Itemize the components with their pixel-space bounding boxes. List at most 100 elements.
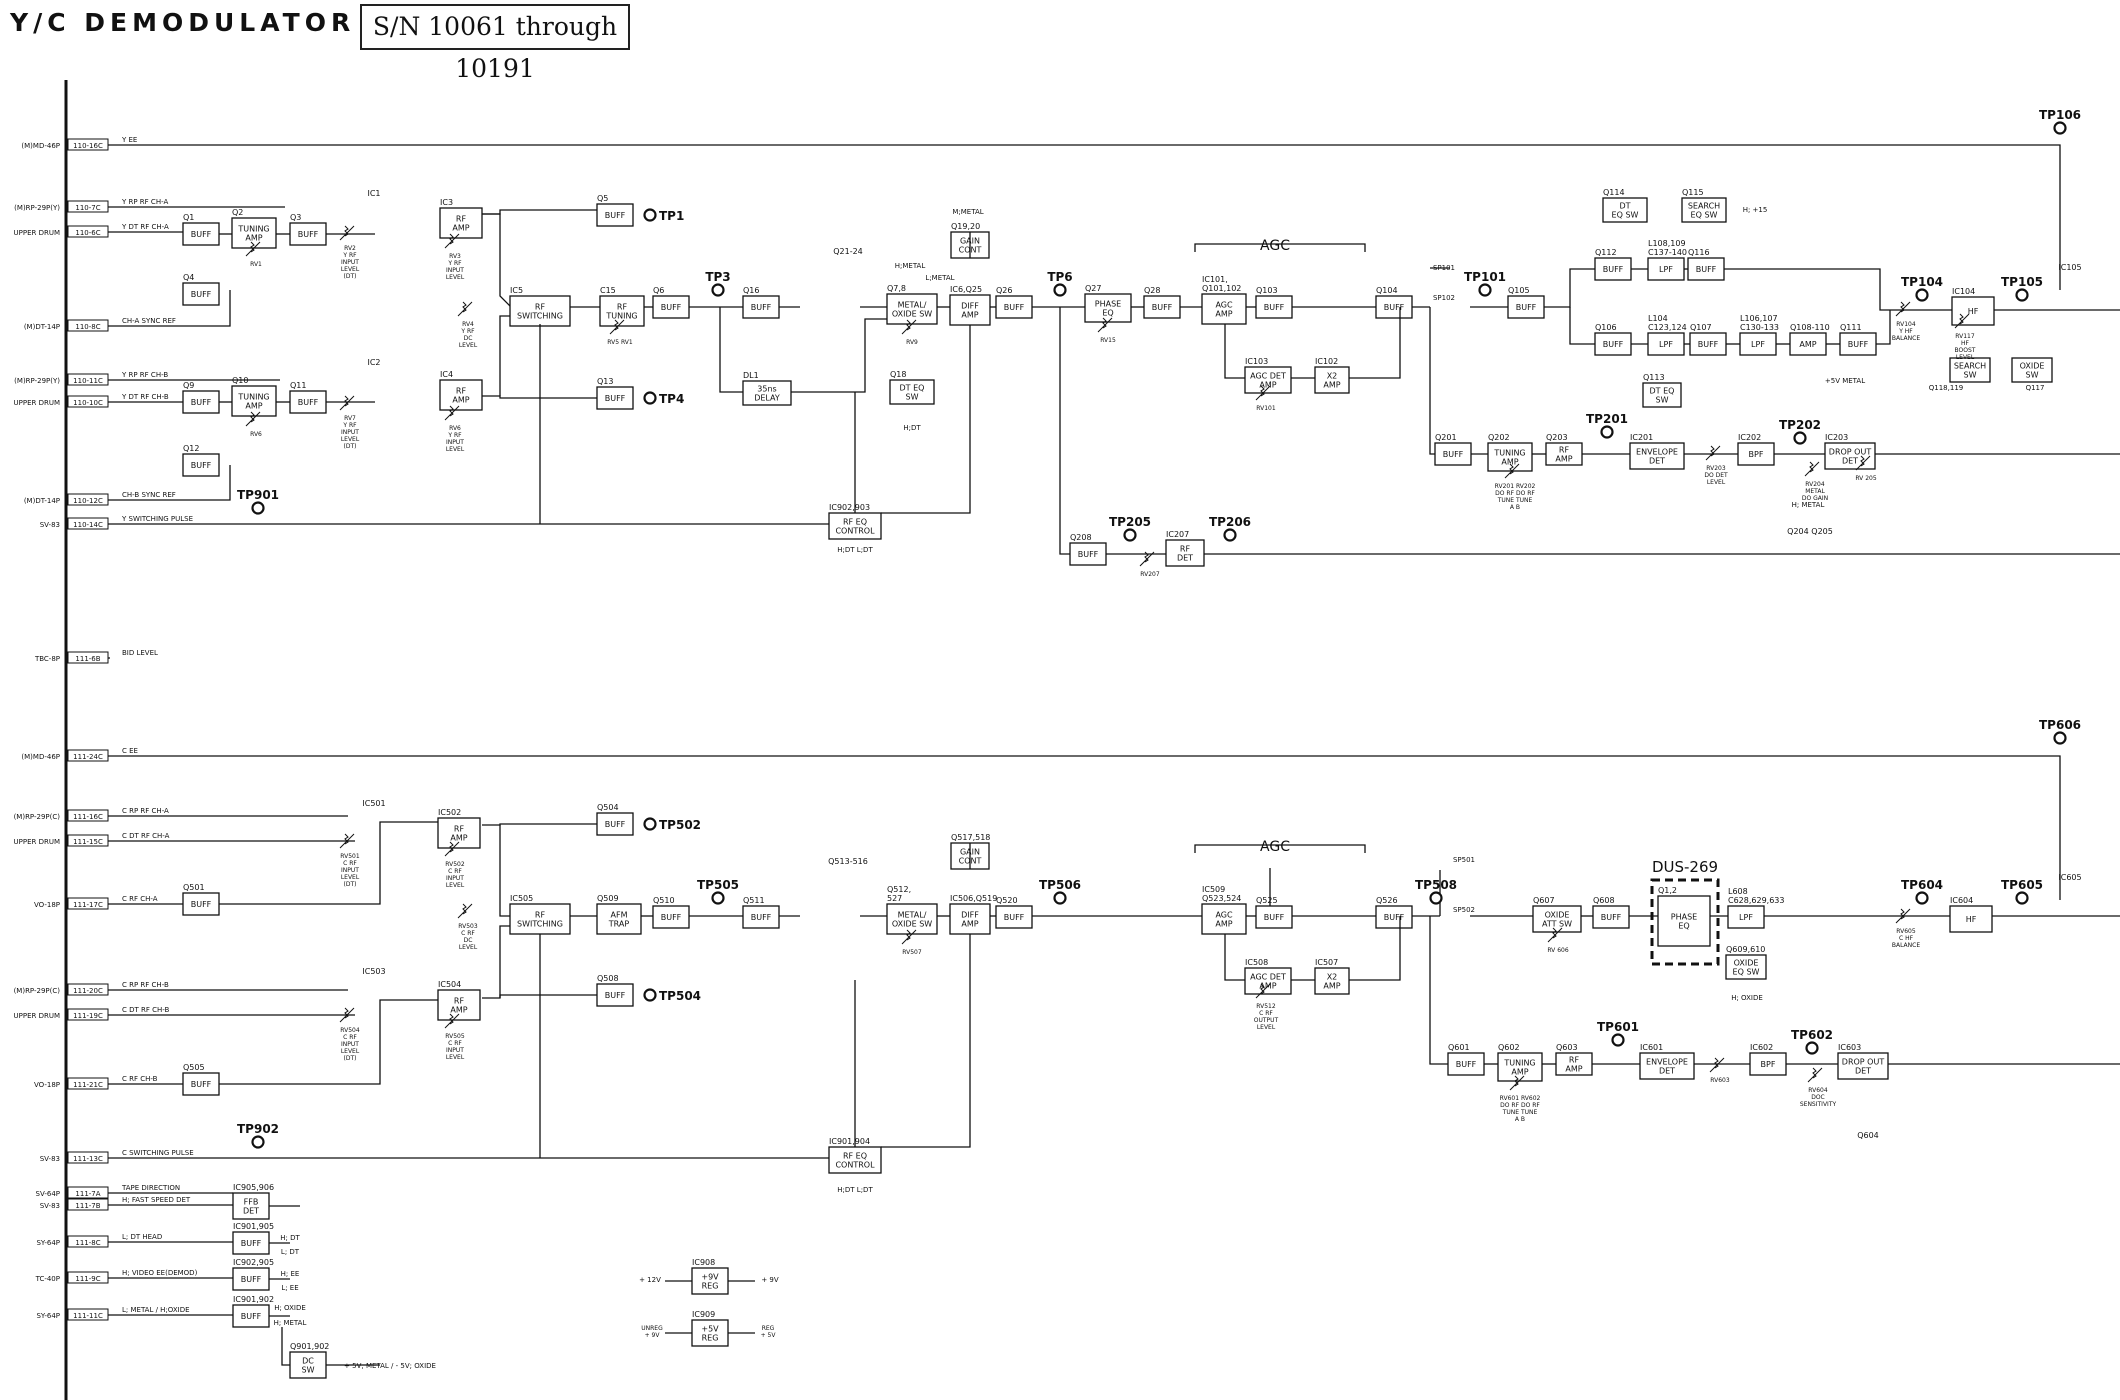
connector-name: (M)RP-29P(C) [14,813,61,821]
label-ic2: IC2 [367,358,380,367]
svg-text:RV2: RV2 [344,245,356,252]
block-ref: Q603 [1556,1043,1578,1052]
svg-text:H;DT L;DT: H;DT L;DT [837,546,873,554]
block-text: RF [535,303,546,312]
svg-text:Y RF: Y RF [342,422,357,429]
pot-resistor [344,1007,349,1019]
svg-text:OUTPUT: OUTPUT [1254,1017,1279,1024]
wire [1349,307,1401,379]
block-text: ENVELOPE [1636,448,1678,457]
testpoint-ring [2053,121,2067,135]
block-ref: IC202 [1738,433,1761,442]
connector-name: UPPER DRUM [14,399,61,407]
pot-rv502 [444,841,460,857]
block-text: BUFF [661,303,682,312]
block-ref: Q113 [1643,373,1665,382]
svg-text:Y RF: Y RF [342,252,357,259]
wire [881,325,971,514]
block-ref: L106,107 [1740,314,1778,323]
svg-text:C RF: C RF [343,860,357,867]
testpoint-label: TP506 [1039,878,1081,892]
testpoint-tp104: TP104 [1901,275,1943,302]
wire [719,307,743,393]
block-ref: IC507 [1315,958,1338,967]
block-text: DELAY [754,394,780,403]
block-text: BUFF [1384,303,1405,312]
svg-text:SP502: SP502 [1453,906,1475,914]
block-text: 35ns [757,385,776,394]
block-text: AMP [1511,1068,1528,1077]
svg-text:BALANCE: BALANCE [1892,335,1920,342]
wire [700,144,2061,290]
block-text: +9V [701,1273,719,1282]
label-ic105: IC105 [2058,263,2081,272]
connector-pin: 111-11C [73,1312,103,1320]
block-text: AMP [1323,982,1340,991]
testpoint-ring [1053,891,1067,905]
svg-text:RV9: RV9 [906,339,918,346]
label-q118: Q118,119 [1929,384,1963,392]
testpoint-tp4: TP4 [643,391,684,406]
connector-pin: 110-11C [73,377,103,385]
wire [881,934,971,1148]
block-text: SWITCHING [517,312,563,321]
block-ref: Q203 [1546,433,1568,442]
pot-arrow [901,929,917,945]
label-sp502: SP502 [1453,906,1475,914]
block-ref: IC604 [1950,896,1973,905]
svg-text:C RF: C RF [1259,1010,1273,1017]
connector-name: VO-18P [34,1081,60,1089]
pot-rv9 [901,319,917,335]
label-ic503: IC503 [362,967,385,976]
svg-text:HF: HF [1961,340,1970,347]
block-text: BUFF [1004,303,1025,312]
connector-name: (M)DT-14P [24,497,60,505]
testpoint-label: TP504 [659,989,701,1003]
svg-text:SENSITIVITY: SENSITIVITY [1800,1101,1837,1108]
block-text: BUFF [191,461,212,470]
block-box [1681,197,1727,223]
label-hmetal3: H; METAL [1792,501,1825,509]
svg-text:RV503: RV503 [458,923,478,930]
block-text: BUFF [1603,340,1624,349]
testpoint-label: TP106 [2039,108,2081,122]
testpoint-label: TP4 [659,392,684,406]
pot-arrow [1709,1057,1725,1073]
pot-rv4 [457,301,473,317]
connector-name: SY-64P [36,1312,60,1320]
block-text: DET [1177,554,1193,563]
svg-text:DUS-269: DUS-269 [1652,858,1718,876]
block-ref: Q4 [183,273,194,282]
block-ref: Q520 [996,896,1018,905]
block-box [1639,1052,1695,1080]
block-ref: Q609,610 [1726,945,1765,954]
block-ref: Q10 [232,376,248,385]
block-ref: C137-140 [1648,248,1687,257]
block-text: SWITCHING [517,920,563,929]
pot-arrow [1954,313,1970,329]
agc-bracket [1194,844,1366,853]
pot-arrow [339,395,355,411]
block-box [652,905,690,929]
pot-resistor [1260,385,1265,397]
block-ref: Q7,8 [887,284,906,293]
connector-wire [108,290,231,327]
label-hoxide: H; OXIDE [1731,994,1763,1002]
label-hox: H; OXIDE [274,1304,306,1312]
block-ref: IC901,902 [233,1295,274,1304]
block-text: DET [243,1207,259,1216]
block-text: DT EQ [1650,387,1675,396]
connector-pin: 110-16C [73,142,103,150]
block-box [1629,442,1685,470]
testpoint-tp106: TP106 [2039,108,2081,135]
block-text: BUFF [191,230,212,239]
